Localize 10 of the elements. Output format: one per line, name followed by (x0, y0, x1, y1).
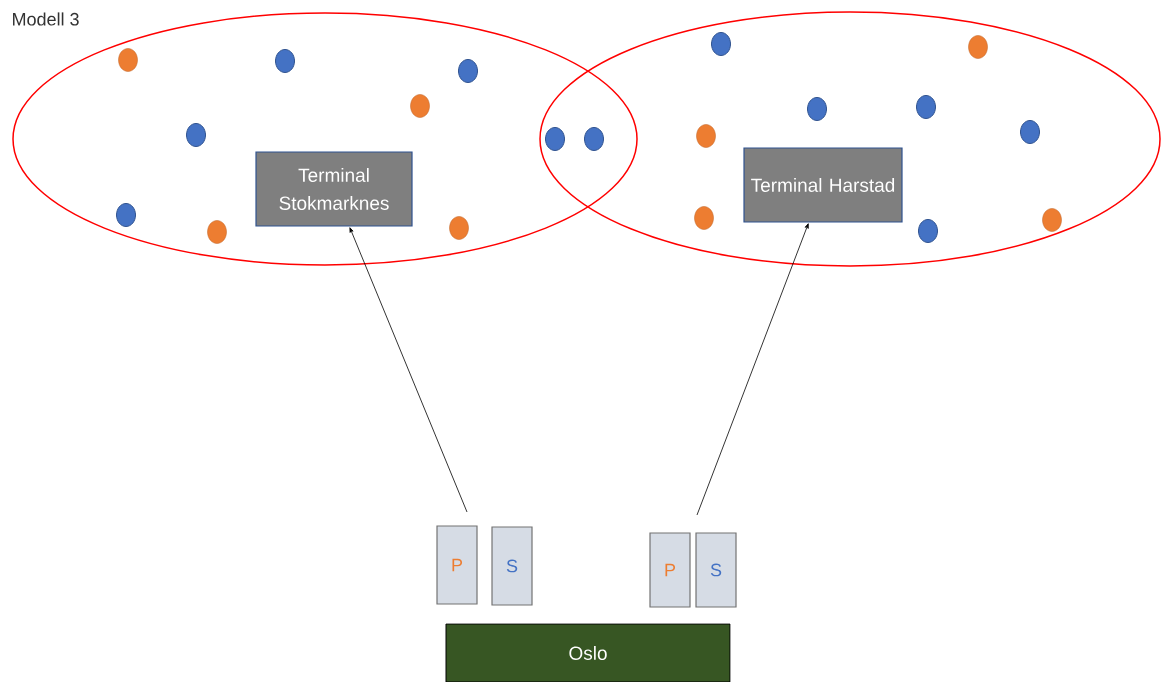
terminal-box: Terminal Harstad (743, 147, 903, 223)
pallet-box: P (436, 525, 478, 605)
pallet-box: S (695, 532, 737, 608)
title: Modell 3 (13, 12, 79, 26)
pallet-box: P (649, 532, 691, 608)
arrow (696, 223, 809, 516)
hub-box: Oslo (445, 623, 731, 682)
terminal-box: Terminal Stokmarknes (255, 151, 413, 227)
pallet-box: S (491, 526, 533, 606)
arrow (349, 227, 468, 513)
